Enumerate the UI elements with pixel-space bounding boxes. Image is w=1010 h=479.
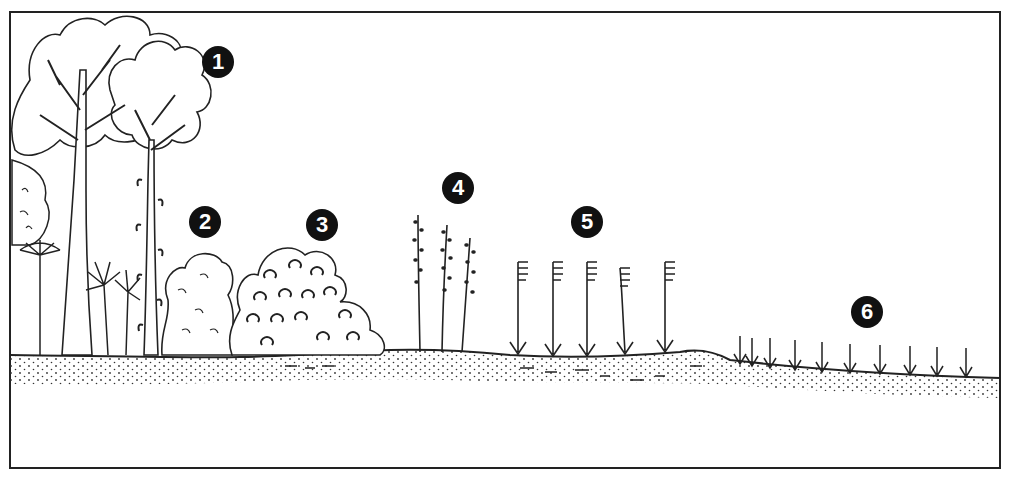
leaf-marks	[247, 260, 359, 345]
tree-branches	[40, 45, 125, 140]
callout-number: 2	[189, 206, 221, 238]
tree-branches	[135, 95, 185, 150]
reed-seed-heads	[414, 222, 474, 292]
rush-plants	[510, 262, 675, 356]
callout-number: 4	[442, 172, 474, 204]
soil-band	[10, 350, 1000, 398]
frame	[10, 12, 1000, 468]
foliage-marks	[20, 188, 32, 229]
leafy-bush	[230, 248, 385, 355]
callout-number: 6	[851, 296, 883, 328]
water-marks	[285, 366, 702, 380]
understory-plants	[86, 262, 140, 355]
small-palm	[20, 240, 60, 355]
tree-canopy	[109, 41, 211, 149]
climbing-vine	[137, 180, 163, 331]
tree-trunk	[144, 140, 158, 355]
callout-number: 3	[306, 209, 338, 241]
callout-number: 5	[571, 206, 603, 238]
tree-trunk	[62, 70, 92, 355]
shrub-marks	[178, 274, 218, 333]
marsh-plants	[734, 336, 972, 377]
shrub	[162, 254, 233, 355]
reed-stems	[418, 215, 470, 352]
forest-foliage	[12, 160, 49, 245]
callout-number: 1	[202, 46, 234, 78]
